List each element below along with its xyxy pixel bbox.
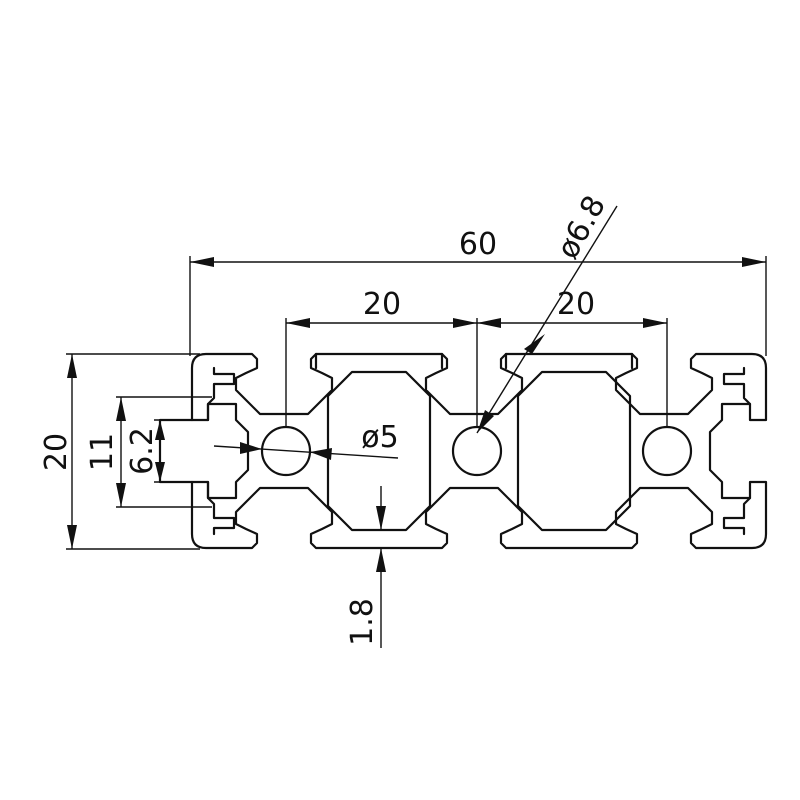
inner-cavity-2 bbox=[516, 370, 632, 532]
dim-d5-arrow-right bbox=[310, 448, 332, 460]
left-end-slot bbox=[158, 402, 250, 500]
dim-h-label: 20 bbox=[39, 433, 74, 471]
dim-60-arrow-left bbox=[190, 257, 214, 267]
right-end-slot bbox=[708, 402, 752, 500]
dim-d68-arrow-outer bbox=[524, 334, 545, 354]
hole-2 bbox=[451, 425, 503, 477]
dim-62-arrow-top bbox=[155, 420, 165, 440]
dim-d68-leader bbox=[476, 205, 618, 434]
dim-h-arrow-bottom bbox=[67, 525, 77, 549]
dim-18-arrow-top bbox=[376, 506, 386, 530]
top-slot-2 bbox=[504, 352, 634, 370]
top-slot-1 bbox=[314, 352, 444, 370]
dim-11-arrow-top bbox=[116, 397, 126, 421]
dim-60-label: 60 bbox=[459, 227, 497, 262]
dim-d68-arrow bbox=[477, 410, 494, 433]
dim-20b-arrow-right bbox=[643, 318, 667, 328]
dim-d5-arrow-left bbox=[240, 442, 262, 454]
dim-60-arrow-right bbox=[742, 257, 766, 267]
profile-outline bbox=[190, 352, 768, 550]
dim-62-label: 6.2 bbox=[125, 427, 160, 475]
dim-20b-label: 20 bbox=[557, 287, 595, 322]
dim-11-arrow-bottom bbox=[116, 483, 126, 507]
dim-62-arrow-bottom bbox=[155, 462, 165, 482]
dim-18-label: 1.8 bbox=[345, 598, 380, 646]
dim-h-arrow-top bbox=[67, 354, 77, 378]
dim-20a-label: 20 bbox=[363, 287, 401, 322]
hole-3 bbox=[641, 425, 693, 477]
dim-11-label: 11 bbox=[85, 433, 120, 471]
dim-18-arrow-bottom bbox=[376, 548, 386, 572]
dim-20a-arrow-left bbox=[286, 318, 310, 328]
dim-d5-label: ø5 bbox=[361, 420, 398, 455]
dim-20a-arrow-right bbox=[453, 318, 477, 328]
inner-cavity-1 bbox=[326, 370, 432, 532]
dim-20b-arrow-left bbox=[477, 318, 501, 328]
